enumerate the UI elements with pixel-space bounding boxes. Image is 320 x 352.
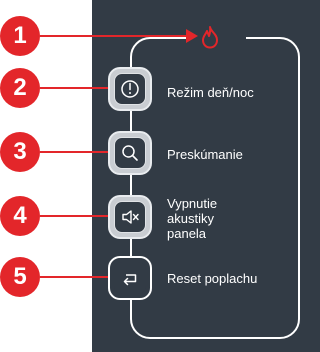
callout-2-leader [40,87,110,89]
panel-frame [130,37,300,339]
alarm-reset-label: Reset poplachu [167,271,258,286]
callout-4-leader [40,215,110,217]
alarm-reset-button[interactable] [108,256,152,300]
investigation-button[interactable] [108,131,152,175]
investigation-label: Preskúmanie [167,147,243,162]
callout-4: 4 [0,196,40,236]
search-icon [122,145,138,161]
callout-1-leader [40,35,188,37]
callout-2: 2 [0,68,40,108]
day-night-label: Režim deň/noc [167,85,254,100]
callout-3-leader [40,151,110,153]
return-icon [123,274,137,286]
callout-3: 3 [0,132,40,172]
flame-icon [202,26,218,49]
callout-1: 1 [0,16,40,56]
clock-alert-icon [121,80,139,98]
callout-5-leader [40,276,110,278]
buzzer-silence-button[interactable] [108,195,152,239]
speaker-mute-icon [122,210,139,224]
callout-5: 5 [0,257,40,297]
callout-1-arrow [186,29,198,43]
day-night-button[interactable] [108,67,152,111]
buzzer-silence-label: Vypnutie akustiky panela [167,196,218,241]
